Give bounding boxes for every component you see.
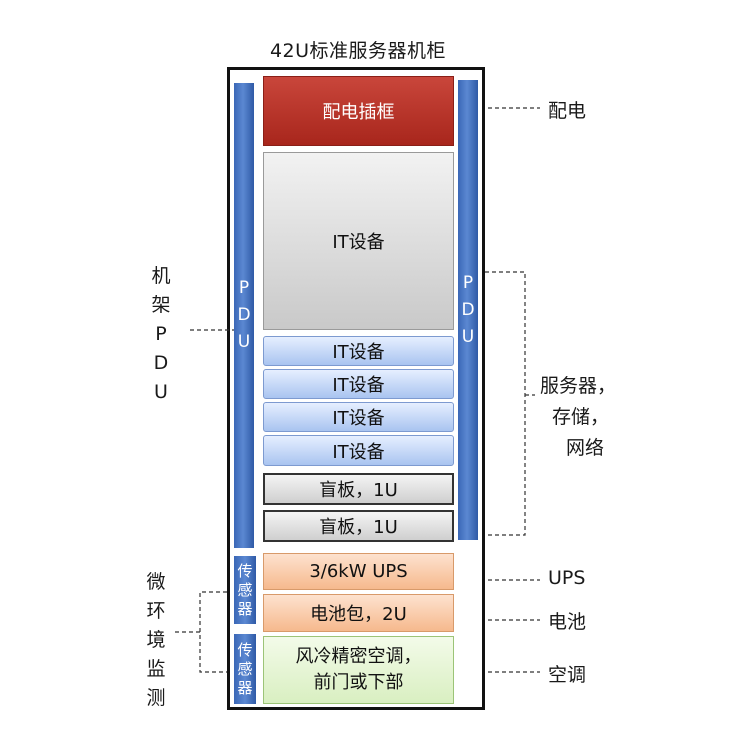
right-pdu-bar: P D U	[458, 80, 478, 540]
ups-unit: 3/6kW UPS	[263, 553, 454, 590]
ups-unit-label: 3/6kW UPS	[309, 561, 408, 582]
battery-pack-label: 电池包，2U	[310, 604, 407, 625]
right-pdu-letter: U	[461, 326, 475, 347]
ac-label-line1: 风冷精密空调，	[295, 646, 422, 667]
precision-air-conditioner: 风冷精密空调， 前门或下部	[263, 636, 454, 704]
label-char: 微	[146, 571, 166, 593]
sensor-lower: 传 感 器	[234, 634, 256, 704]
label-char: 境	[146, 629, 166, 651]
left-pdu-bar: P D U	[234, 83, 254, 548]
right-pdu-letter: D	[461, 299, 475, 320]
label-servers-storage-network: 服务器， 存储， 网络	[540, 371, 616, 464]
label-char: 架	[151, 294, 171, 316]
leader-micro-env-bracket	[199, 591, 227, 673]
it-unit-label: IT设备	[332, 342, 385, 363]
left-pdu-letter: U	[237, 332, 251, 352]
label-char: 监	[146, 658, 166, 680]
label-ups: UPS	[548, 567, 586, 589]
label-char: 机	[151, 265, 171, 287]
it-equipment-unit: IT设备	[263, 402, 454, 432]
label-char: 测	[146, 687, 166, 709]
label-char: 环	[146, 600, 166, 622]
power-frame-label: 配电插框	[322, 102, 395, 123]
it-large-label: IT设备	[332, 232, 385, 253]
leader-servers-bracket	[485, 271, 526, 536]
right-pdu-letter: P	[462, 272, 474, 293]
sensor-char: 感	[237, 580, 253, 599]
sensor-char: 传	[237, 640, 253, 659]
blank-panel: 盲板，1U	[263, 473, 454, 505]
blank-panel-label: 盲板，1U	[319, 517, 398, 538]
label-line: 存储，	[552, 406, 610, 428]
label-line: 网络	[566, 437, 605, 459]
sensor-upper: 传 感 器	[234, 556, 256, 624]
label-air-conditioning: 空调	[548, 664, 587, 686]
ac-label-line2: 前门或下部	[313, 672, 404, 693]
label-micro-environment-monitoring: 微 环 境 监 测	[143, 568, 169, 713]
sensor-char: 感	[237, 659, 253, 678]
left-pdu-letter: D	[237, 305, 251, 325]
it-equipment-unit: IT设备	[263, 369, 454, 399]
label-line: 服务器，	[540, 375, 617, 397]
label-char: U	[154, 381, 168, 403]
it-equipment-unit: IT设备	[263, 435, 454, 466]
label-char: P	[155, 323, 167, 345]
label-char: D	[153, 352, 169, 374]
diagram-title: 42U标准服务器机柜	[269, 40, 447, 62]
sensor-char: 器	[237, 678, 253, 697]
label-power: 配电	[548, 100, 587, 122]
sensor-char: 器	[237, 599, 253, 618]
blank-panel-label: 盲板，1U	[319, 480, 398, 501]
left-pdu-letter: P	[238, 278, 250, 298]
sensor-char: 传	[237, 561, 253, 580]
it-unit-label: IT设备	[332, 408, 385, 429]
it-unit-label: IT设备	[332, 375, 385, 396]
battery-pack: 电池包，2U	[263, 594, 454, 632]
it-equipment-large: IT设备	[263, 152, 454, 330]
blank-panel: 盲板，1U	[263, 510, 454, 542]
power-distribution-frame: 配电插框	[263, 76, 454, 146]
label-rack-pdu: 机 架 P D U	[148, 262, 174, 407]
label-battery: 电池	[548, 611, 587, 633]
it-equipment-unit: IT设备	[263, 336, 454, 366]
it-unit-label: IT设备	[332, 441, 385, 463]
